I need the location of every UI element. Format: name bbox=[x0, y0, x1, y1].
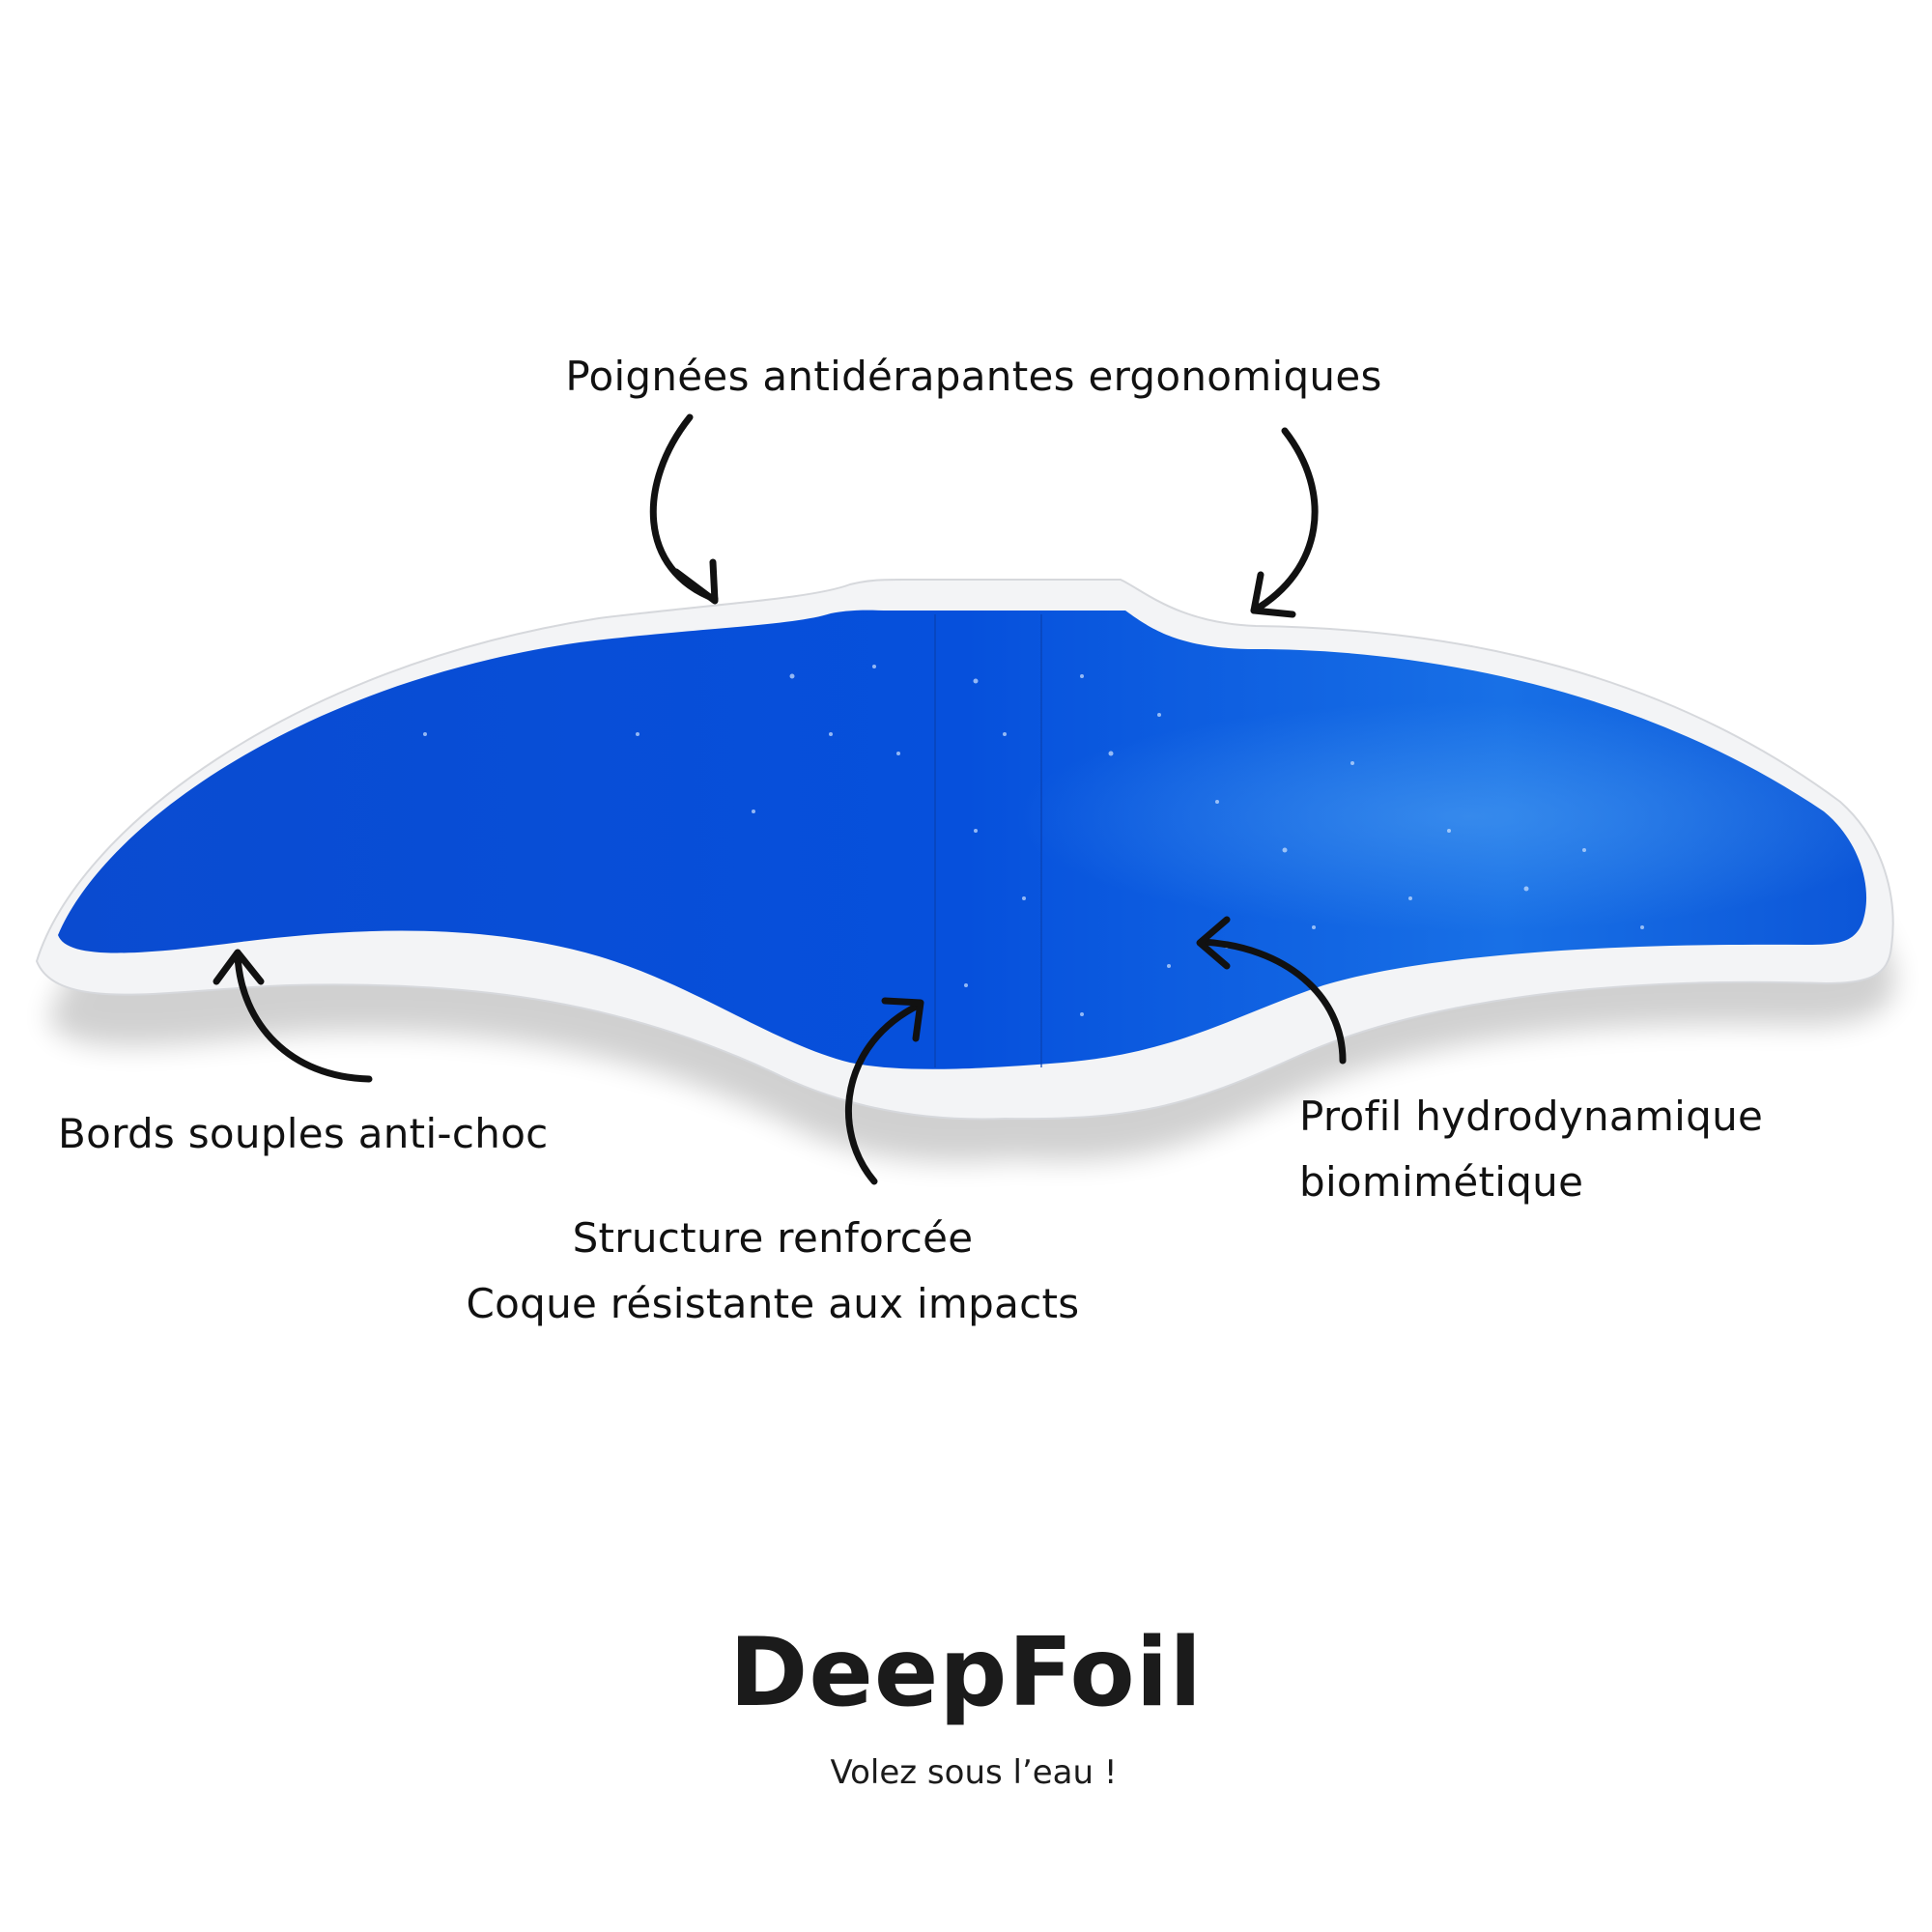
arrow-bottom-left-head bbox=[213, 949, 265, 985]
callout-handles: Poignées antidérapantes ergonomiques bbox=[565, 353, 1382, 400]
arrow-top-left bbox=[649, 413, 719, 603]
arrow-top-right-head bbox=[1250, 571, 1296, 618]
wing-highlight bbox=[58, 610, 1867, 1069]
callout-profile: Profil hydrodynamique biomimétique bbox=[1299, 1084, 1763, 1215]
arrow-bottom-center bbox=[844, 1001, 923, 1185]
arrow-bottom-center-head bbox=[881, 997, 924, 1042]
callout-edges: Bords souples anti-choc bbox=[58, 1110, 549, 1157]
arrow-bottom-left bbox=[234, 952, 373, 1083]
water-droplets bbox=[423, 665, 1644, 1016]
brand-tagline: Volez sous l’eau ! bbox=[830, 1753, 1118, 1792]
callout-profile-line1: Profil hydrodynamique bbox=[1299, 1093, 1764, 1140]
callout-structure-line1: Structure renforcée bbox=[572, 1214, 974, 1262]
arrow-right-head bbox=[1196, 916, 1231, 970]
brand-name: DeepFoil bbox=[729, 1618, 1203, 1728]
arrow-top-right bbox=[1250, 427, 1319, 614]
arrows bbox=[213, 413, 1347, 1185]
callout-profile-line2: biomimétique bbox=[1299, 1158, 1584, 1206]
callout-structure-line2: Coque résistante aux impacts bbox=[466, 1280, 1080, 1327]
arrow-right bbox=[1199, 938, 1347, 1065]
callout-structure: Structure renforcée Coque résistante aux… bbox=[290, 1206, 1256, 1337]
arrow-top-left-head bbox=[672, 558, 719, 605]
